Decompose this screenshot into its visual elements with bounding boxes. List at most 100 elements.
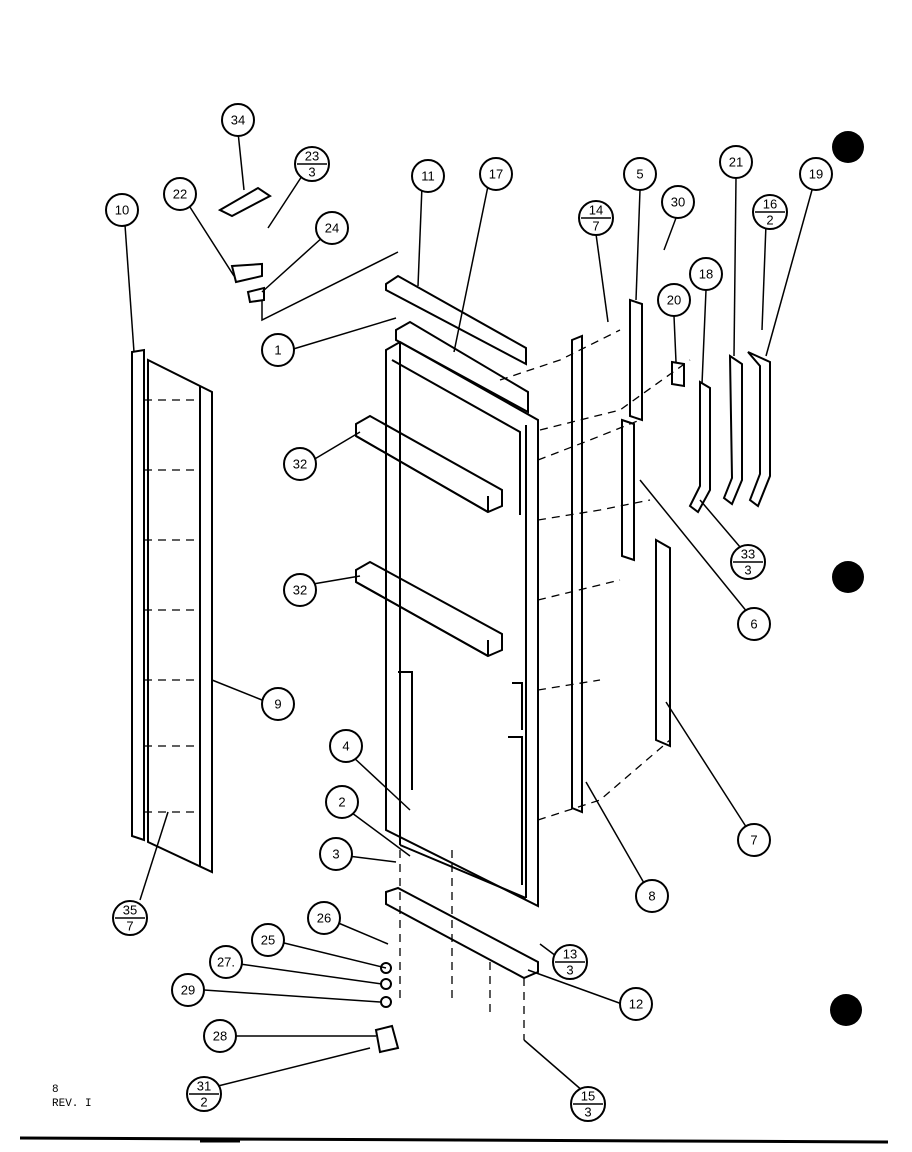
handle-19 [747, 351, 771, 508]
callouts: 34 233 22 24 10 11 17 1 32 32 9 4 2 3 35… [105, 103, 833, 1122]
svg-text:28: 28 [213, 1029, 227, 1044]
callout-26: 26 [307, 901, 341, 935]
svg-text:27.: 27. [217, 955, 235, 970]
callout-25: 25 [251, 923, 285, 957]
handle-trim-7 [655, 538, 671, 748]
svg-text:1: 1 [274, 343, 281, 358]
svg-text:4: 4 [342, 739, 349, 754]
svg-text:3: 3 [308, 165, 315, 180]
callout-18: 18 [689, 257, 723, 291]
callout-17: 17 [479, 157, 513, 191]
callout-1: 1 [261, 333, 295, 367]
svg-text:5: 5 [636, 167, 643, 182]
callout-15-3: 153 [570, 1086, 606, 1122]
callout-6: 6 [737, 607, 771, 641]
scan-edge [19, 1136, 889, 1144]
callout-5: 5 [623, 157, 657, 191]
callout-7: 7 [737, 823, 771, 857]
callout-27: 27. [209, 945, 243, 979]
callout-16-2: 162 [752, 194, 788, 230]
svg-text:25: 25 [261, 933, 275, 948]
svg-text:23: 23 [305, 149, 319, 164]
handle-cap-20 [671, 360, 685, 388]
callout-23-3: 233 [294, 146, 330, 182]
door-liner-strip [147, 358, 213, 874]
callout-28: 28 [203, 1019, 237, 1053]
svg-text:9: 9 [274, 697, 281, 712]
callout-2: 2 [325, 785, 359, 819]
callout-32-lower: 32 [283, 573, 317, 607]
svg-text:6: 6 [750, 617, 757, 632]
handle-18 [688, 380, 711, 514]
callout-32-upper: 32 [283, 447, 317, 481]
callout-20: 20 [657, 283, 691, 317]
handle-trim-5 [629, 298, 643, 422]
callout-30: 30 [661, 185, 695, 219]
svg-text:3: 3 [566, 963, 573, 978]
svg-text:8: 8 [648, 889, 655, 904]
svg-text:19: 19 [809, 167, 823, 182]
callout-10: 10 [105, 193, 139, 227]
svg-text:21: 21 [729, 155, 743, 170]
svg-text:32: 32 [293, 583, 307, 598]
gasket-left [131, 348, 145, 842]
svg-text:26: 26 [317, 911, 331, 926]
svg-text:16: 16 [763, 197, 777, 212]
breaker-strip-top [385, 274, 529, 414]
svg-text:17: 17 [489, 167, 503, 182]
callout-34: 34 [221, 103, 255, 137]
callout-13-3: 133 [552, 944, 588, 980]
svg-text:2: 2 [200, 1095, 207, 1110]
svg-text:3: 3 [332, 847, 339, 862]
callout-14-7: 147 [578, 200, 614, 236]
svg-text:32: 32 [293, 457, 307, 472]
svg-text:3: 3 [584, 1105, 591, 1120]
svg-text:12: 12 [629, 997, 643, 1012]
handle-trim-6 [621, 418, 635, 562]
svg-text:35: 35 [123, 903, 137, 918]
side-trim-8 [571, 334, 583, 814]
svg-text:2: 2 [338, 795, 345, 810]
callout-22: 22 [163, 177, 197, 211]
svg-text:34: 34 [231, 113, 245, 128]
top-hinge [217, 186, 272, 304]
callout-35-7: 357 [112, 900, 148, 936]
callout-9: 9 [261, 687, 295, 721]
assembly-lines [144, 329, 691, 1040]
callout-33-3: 333 [730, 544, 766, 580]
callout-11: 11 [411, 159, 445, 193]
svg-text:2: 2 [766, 213, 773, 228]
svg-text:10: 10 [115, 203, 129, 218]
svg-text:15: 15 [581, 1089, 595, 1104]
callout-12: 12 [619, 987, 653, 1021]
callout-3: 3 [319, 837, 353, 871]
callout-8: 8 [635, 879, 669, 913]
handle-21 [722, 354, 743, 506]
callout-4: 4 [329, 729, 363, 763]
svg-text:20: 20 [667, 293, 681, 308]
svg-text:31: 31 [197, 1079, 211, 1094]
svg-text:14: 14 [589, 203, 603, 218]
svg-text:30: 30 [671, 195, 685, 210]
svg-text:7: 7 [126, 919, 133, 934]
svg-text:18: 18 [699, 267, 713, 282]
svg-text:33: 33 [741, 547, 755, 562]
door-outer-panel [385, 340, 539, 908]
callout-21: 21 [719, 145, 753, 179]
svg-text:29: 29 [181, 983, 195, 998]
svg-text:7: 7 [592, 219, 599, 234]
callout-19: 19 [799, 157, 833, 191]
svg-text:3: 3 [744, 563, 751, 578]
svg-text:7: 7 [750, 833, 757, 848]
svg-text:24: 24 [325, 221, 339, 236]
callout-24: 24 [315, 211, 349, 245]
footer-page-number: 8 [52, 1084, 59, 1096]
leader-lines [124, 131, 813, 1093]
door-shelf-upper [355, 414, 503, 514]
door-shelf-lower [355, 560, 503, 658]
footer-revision: REV. I [52, 1098, 92, 1110]
svg-text:22: 22 [173, 187, 187, 202]
binder-holes [830, 131, 864, 1026]
callout-31-2: 312 [186, 1076, 222, 1112]
